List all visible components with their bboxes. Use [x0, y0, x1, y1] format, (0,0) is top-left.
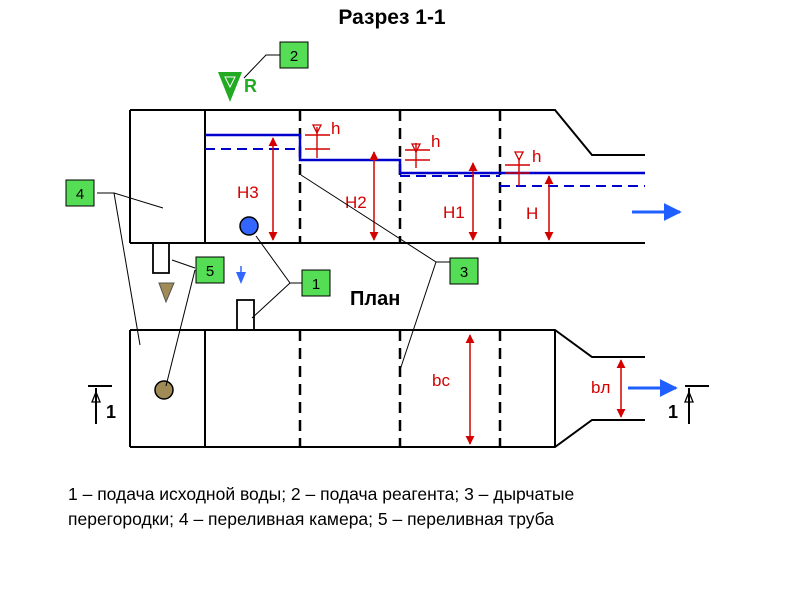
diagram-title: Разрез 1-1 — [338, 6, 446, 29]
water-surface-icon — [513, 151, 525, 162]
callout-box-1 — [301, 269, 331, 297]
callout-box-2 — [279, 41, 309, 69]
reagent-label: R — [244, 76, 257, 96]
section-marker-right — [684, 385, 709, 424]
overflow-pipe-plan-icon — [154, 380, 174, 400]
dim-h-3: h — [532, 147, 541, 166]
overflow-outlet-icon — [158, 282, 175, 304]
callout-label-2: 2 — [290, 48, 298, 65]
section-mark-right: 1 — [668, 402, 678, 422]
dim-H2: H2 — [345, 193, 367, 212]
dim-bc: bc — [432, 371, 450, 390]
overflow-pipe-section — [152, 243, 170, 274]
dim-bl: bл — [591, 378, 610, 397]
callout-leaders — [97, 54, 450, 387]
legend-caption: 1 – подача исходной воды; 2 – подача реа… — [68, 482, 768, 532]
inlet-pipe-icon — [239, 216, 259, 236]
water-levels — [205, 133, 645, 187]
dim-H3: H3 — [237, 183, 259, 202]
h-dimensions — [305, 127, 530, 186]
plan-label: План — [350, 288, 400, 310]
dim-h-1: h — [331, 119, 340, 138]
dim-H1: H1 — [443, 203, 465, 222]
section-top-wall — [130, 109, 645, 156]
water-surface-icon — [311, 124, 323, 135]
callout-label-3: 3 — [460, 264, 468, 281]
callout-box-3 — [449, 257, 479, 285]
dim-H: H — [526, 204, 538, 223]
water-level-solid — [205, 133, 645, 175]
legend-line-1: 1 – подача исходной воды; 2 – подача реа… — [68, 484, 575, 504]
dim-h-2: h — [431, 132, 440, 151]
section-marker-left — [88, 385, 112, 424]
callout-label-4: 4 — [76, 186, 84, 203]
H-dimensions — [268, 137, 554, 241]
plan-view: bc bл — [129, 266, 678, 448]
section-view: h h h H3 H2 H1 H — [129, 109, 682, 304]
reagent-surface-icon — [224, 76, 236, 89]
callout-label-1: 1 — [312, 276, 320, 293]
callout-box-4 — [65, 179, 95, 207]
section-mark-left: 1 — [106, 402, 116, 422]
inlet-pipe-plan — [236, 299, 255, 330]
plan-top-wall — [130, 329, 645, 358]
callout-label-5: 5 — [206, 263, 214, 280]
callout-box-5 — [195, 256, 225, 284]
plan-bottom-wall — [130, 419, 645, 448]
legend-line-2: перегородки; 4 – переливная камера; 5 – … — [68, 509, 555, 529]
